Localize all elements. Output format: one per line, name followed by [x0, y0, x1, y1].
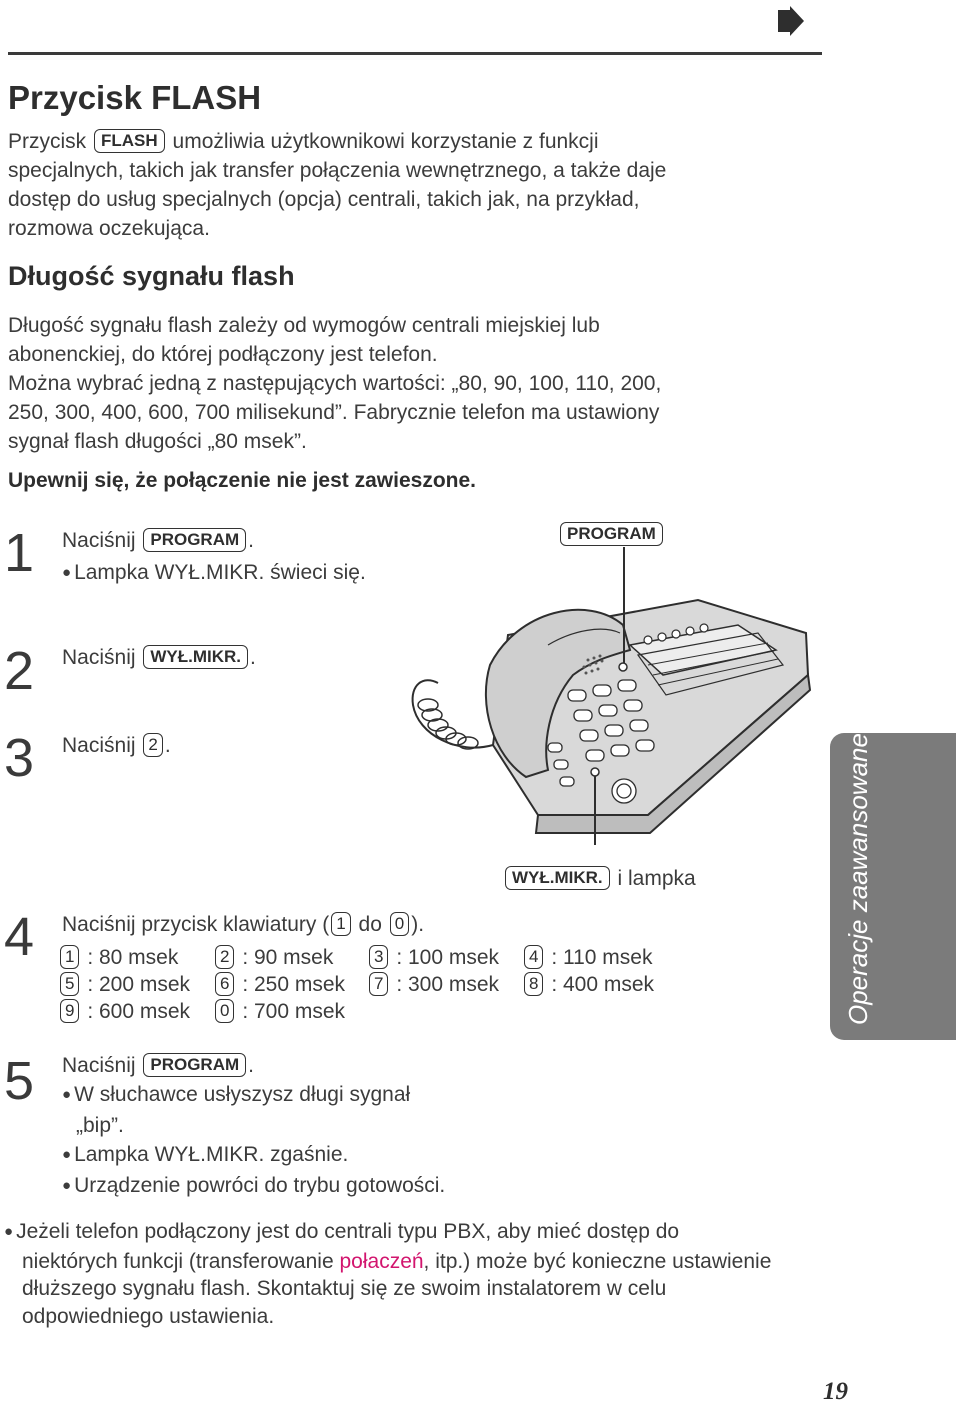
step-number: 4 — [4, 907, 35, 967]
step-text: . — [250, 646, 256, 669]
value-item: 2 : 90 msek — [213, 945, 333, 970]
page-title: Przycisk FLASH — [8, 79, 262, 116]
value-item: 6 : 250 msek — [213, 972, 345, 997]
section-heading: Długość sygnału flash — [8, 261, 295, 291]
digit-key: 9 — [60, 999, 80, 1023]
digit-key: 1 — [331, 912, 351, 936]
step-bullet: Lampka WYŁ.MIKR. świeci się. — [62, 558, 366, 590]
mute-key: WYŁ.MIKR. — [143, 645, 249, 669]
step-text: ). — [411, 913, 425, 936]
step-number: 5 — [4, 1051, 35, 1111]
warning-text: Upewnij się, że połączenie nie jest zawi… — [8, 469, 476, 492]
highlighted-word: połaczeń — [339, 1249, 424, 1273]
program-key: PROGRAM — [143, 528, 247, 552]
value-text: : 700 msek — [242, 1000, 346, 1023]
digit-key: 0 — [215, 999, 235, 1023]
intro-text: specjalnych, takich jak transfer połącze… — [8, 159, 667, 182]
value-text: : 110 msek — [551, 946, 653, 969]
figure-label-mute: WYŁ.MIKR. i lampka — [503, 866, 696, 891]
arrow-right-icon — [778, 6, 804, 36]
section-side-tab — [830, 733, 956, 1040]
step-3: Naciśnij 2. — [62, 731, 171, 761]
step-text: . — [248, 1054, 254, 1077]
step-text: Naciśnij — [62, 734, 136, 757]
note-text: Jeżeli telefon podłączony jest do centra… — [4, 1218, 824, 1248]
figure-label-program: PROGRAM — [558, 522, 665, 546]
digit-key: 2 — [215, 945, 235, 969]
step-bullet-continuation: „bip”. — [76, 1114, 124, 1137]
step-5: Naciśnij PROGRAM. W słuchawce usłyszysz … — [62, 1051, 445, 1202]
value-item: 1 : 80 msek — [58, 945, 178, 970]
step-text: Naciśnij — [62, 646, 136, 669]
intro-paragraph: Przycisk FLASH umożliwia użytkownikowi k… — [8, 127, 808, 243]
desc-text: Długość sygnału flash zależy od wymogów … — [8, 314, 600, 337]
digit-key: 1 — [60, 945, 80, 969]
desc-text: Można wybrać jedną z następujących warto… — [8, 372, 662, 395]
value-text: : 200 msek — [87, 973, 191, 996]
step-text: Naciśnij przycisk klawiatury ( — [62, 913, 330, 936]
digit-key: 2 — [143, 733, 163, 757]
digit-key: 4 — [524, 945, 544, 969]
program-key: PROGRAM — [143, 1053, 247, 1077]
step-text: . — [164, 734, 171, 757]
note-text: odpowiedniego ustawienia. — [22, 1304, 275, 1328]
digit-key: 0 — [389, 912, 410, 936]
step-4: Naciśnij przycisk klawiatury (1 do 0). — [62, 910, 424, 940]
intro-text: Przycisk — [8, 130, 87, 153]
value-item: 9 : 600 msek — [58, 999, 190, 1024]
desc-text: abonenckiej, do której podłączony jest t… — [8, 343, 438, 366]
value-text: : 300 msek — [396, 973, 500, 996]
step-bullet: Urządzenie powróci do trybu gotowości. — [62, 1171, 445, 1202]
step-2: Naciśnij WYŁ.MIKR.. — [62, 643, 256, 673]
step-text: do — [358, 913, 382, 936]
note-text: niektórych funkcji (transferowanie połac… — [4, 1248, 824, 1276]
value-text: : 400 msek — [551, 973, 655, 996]
description-paragraph: Długość sygnału flash zależy od wymogów … — [8, 311, 808, 456]
value-item: 7 : 300 msek — [367, 972, 499, 997]
value-text: : 90 msek — [242, 946, 334, 969]
side-tab-label: Operacje zaawansowane — [843, 733, 873, 1025]
note-text: dłuższego sygnału flash. Skontaktuj się … — [22, 1277, 667, 1300]
lamp-text: i lampka — [617, 867, 696, 890]
value-item: 3 : 100 msek — [367, 945, 499, 970]
intro-text: umożliwia użytkownikowi korzystanie z fu… — [172, 130, 599, 153]
digit-key: 7 — [369, 972, 389, 996]
value-text: : 80 msek — [87, 946, 179, 969]
page-number: 19 — [823, 1378, 848, 1405]
digit-key: 6 — [215, 972, 235, 996]
digit-key: 5 — [60, 972, 80, 996]
value-item: 0 : 700 msek — [213, 999, 345, 1024]
telephone-illustration — [411, 547, 812, 845]
value-text: : 100 msek — [396, 946, 500, 969]
note-text: , itp.) może być konieczne ustawienie — [423, 1249, 772, 1273]
header-rule — [8, 52, 822, 55]
value-item: 5 : 200 msek — [58, 972, 190, 997]
step-text: . — [248, 529, 254, 552]
step-text: Naciśnij — [62, 529, 136, 552]
mute-key: WYŁ.MIKR. — [505, 866, 610, 890]
value-item: 4 : 110 msek — [522, 945, 652, 970]
note-paragraph: Jeżeli telefon podłączony jest do centra… — [4, 1218, 824, 1330]
step-bullet: W słuchawce usłyszysz długi sygnał — [62, 1080, 445, 1111]
desc-text: sygnał flash długości „80 msek”. — [8, 430, 307, 453]
note-text: niektórych funkcji (transferowanie — [22, 1249, 340, 1273]
digit-key: 3 — [369, 945, 389, 969]
step-1: Naciśnij PROGRAM. Lampka WYŁ.MIKR. świec… — [62, 526, 366, 590]
step-number: 3 — [4, 728, 35, 788]
intro-text: rozmowa oczekująca. — [8, 217, 210, 240]
step-bullet: Lampka WYŁ.MIKR. zgaśnie. — [62, 1140, 445, 1171]
step-number: 1 — [4, 523, 35, 583]
step-text: Naciśnij — [62, 1054, 136, 1077]
intro-text: dostęp do usług specjalnych (opcja) cent… — [8, 188, 640, 211]
value-text: : 250 msek — [242, 973, 346, 996]
digit-key: 8 — [524, 972, 544, 996]
desc-text: 250, 300, 400, 600, 700 milisekund”. Fab… — [8, 401, 660, 424]
program-key: PROGRAM — [560, 522, 663, 546]
flash-key: FLASH — [94, 129, 165, 153]
step-number: 2 — [4, 641, 35, 701]
value-item: 8 : 400 msek — [522, 972, 654, 997]
value-text: : 600 msek — [87, 1000, 191, 1023]
